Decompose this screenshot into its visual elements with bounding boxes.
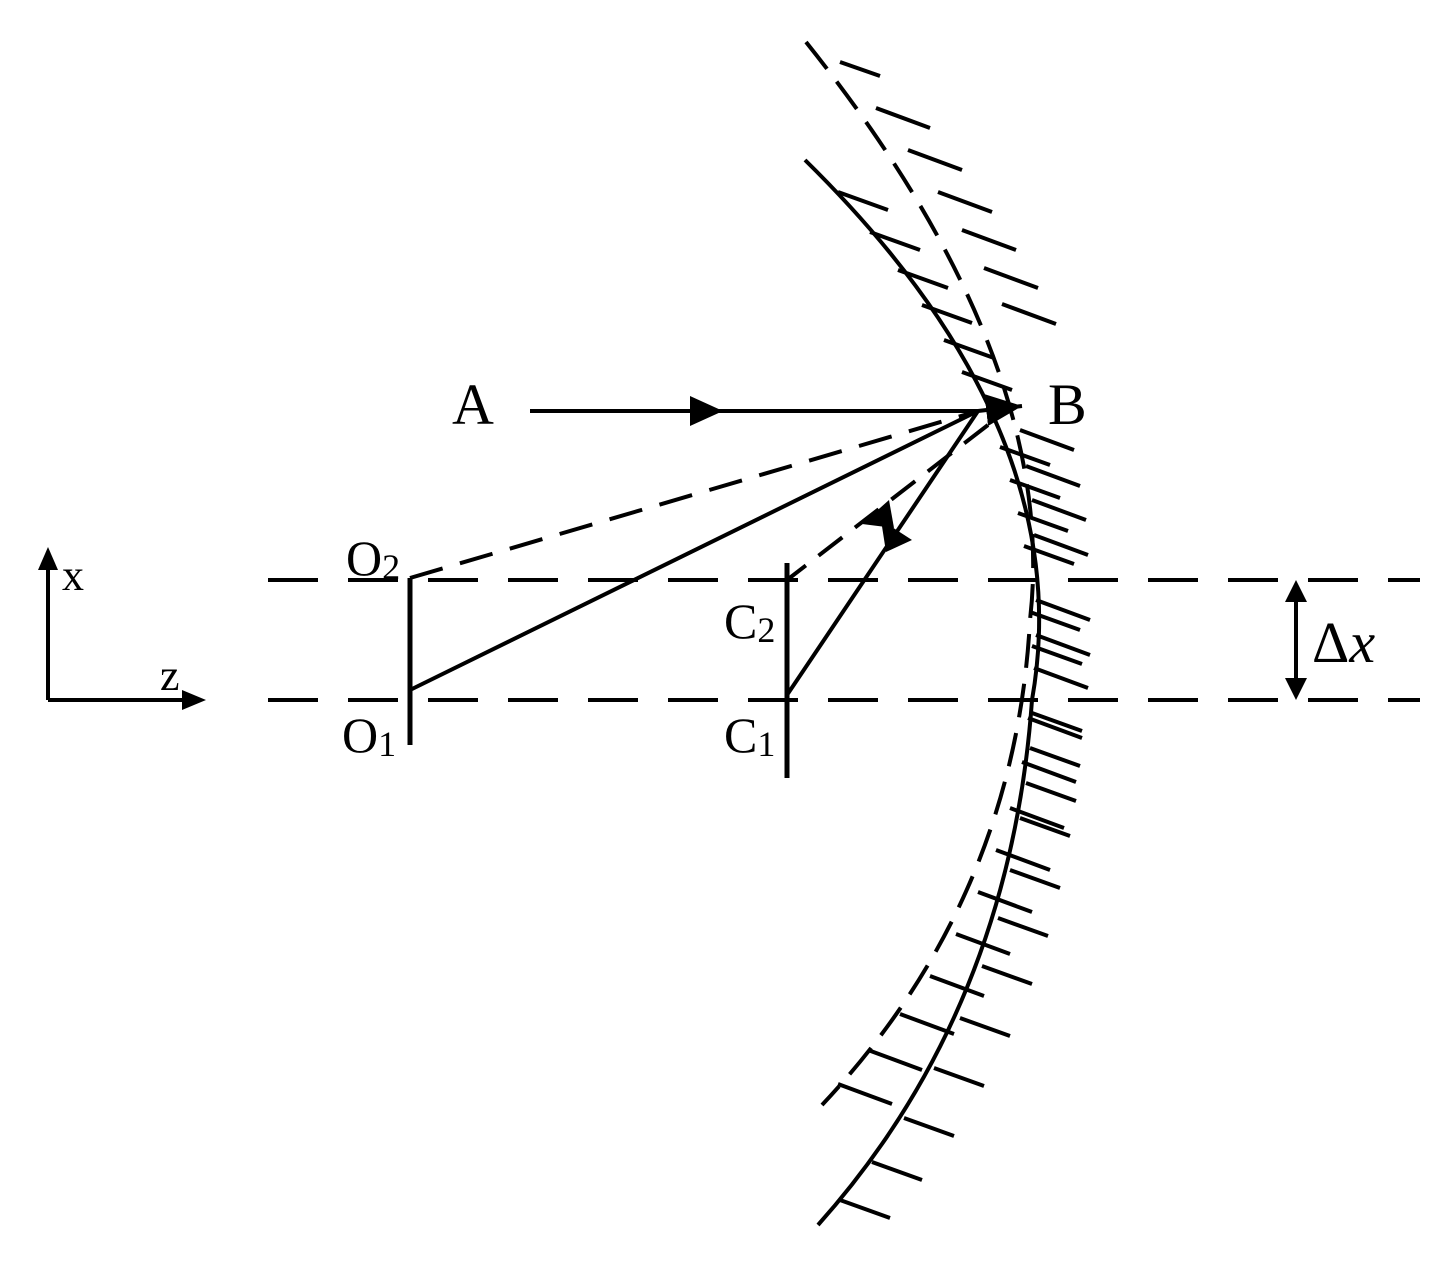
- incident-ray-arrowhead: [690, 396, 723, 426]
- coordinate-axes: x z: [38, 547, 206, 710]
- delta-x-label: Δx: [1312, 610, 1375, 675]
- label-a: A: [452, 372, 494, 437]
- dashed-surface-hatching: [837, 60, 1091, 1106]
- label-b: B: [1048, 372, 1087, 437]
- incident-ray-a: [530, 394, 1023, 426]
- solid-surface-curve: [803, 158, 1042, 1227]
- x-axis-arrowhead: [38, 547, 58, 570]
- solid-surface-hatching: [837, 190, 1083, 1220]
- label-c2: C2: [724, 593, 775, 650]
- label-o1: O1: [342, 707, 396, 764]
- axis-x-label: x: [62, 551, 84, 600]
- z-axis-arrowhead: [182, 690, 206, 710]
- reflected-ray-c2-arrowhead: [862, 500, 894, 528]
- reflected-ray-c2: [785, 423, 990, 582]
- delta-x-dimension: Δx: [1285, 580, 1375, 700]
- ray-o2-b: [409, 409, 979, 580]
- label-c1: C1: [724, 707, 775, 764]
- incident-ray-tip: [977, 394, 1023, 426]
- label-o2: O2: [346, 530, 400, 587]
- reference-lines: [268, 578, 1420, 702]
- ray-o1-b: [409, 409, 979, 692]
- reflected-ray-c1-arrowhead: [881, 520, 912, 552]
- axis-z-label: z: [160, 651, 180, 700]
- delta-x-arrowhead-bottom: [1285, 678, 1307, 700]
- dashed-surface-curve: [804, 40, 1036, 1107]
- delta-x-arrowhead-top: [1285, 580, 1307, 602]
